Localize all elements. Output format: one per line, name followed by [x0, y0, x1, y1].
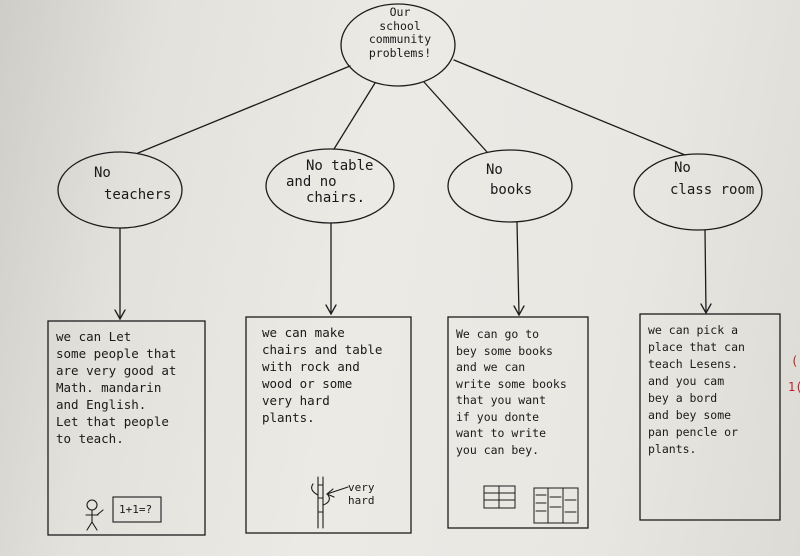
problem-ellipse-tables [265, 148, 395, 224]
problem-line: books [490, 182, 533, 198]
arrow-head-books [513, 305, 525, 317]
problem-line: No [486, 162, 503, 178]
root-line: problems! [368, 45, 432, 60]
stick-figure-sketch [85, 499, 104, 531]
math-board-sketch [112, 496, 162, 523]
solution-box-books [447, 316, 589, 529]
problem-line: chairs. [306, 190, 366, 206]
connector-root-books [423, 81, 488, 153]
margin-mark: ( [791, 354, 799, 368]
root-line: community [368, 32, 432, 46]
solution-text-classroom: we can pick a place that can teach Lesen… [648, 323, 745, 456]
problem-label-teachers: No teachers [74, 165, 174, 203]
connector-root-teachers [137, 65, 351, 154]
solution-text-teachers: we can Let some people that are very goo… [56, 329, 177, 446]
arrow-head-classroom [700, 303, 712, 315]
solution-box-classroom [639, 313, 781, 521]
connector-root-classroom [453, 59, 686, 156]
root-line: school [379, 18, 421, 33]
problem-line: No [674, 160, 691, 176]
arrow-books [516, 221, 520, 315]
problem-label-classroom: No class room [650, 160, 760, 198]
math-board-text: 1+1=? [119, 503, 153, 516]
problem-ellipse-classroom [633, 153, 763, 231]
problem-line: No table [306, 158, 374, 174]
solution-box-teachers [47, 320, 206, 536]
problem-line: No [94, 165, 111, 181]
problem-line: and no [286, 174, 337, 190]
problem-label-tables: No table and no chairs. [270, 158, 394, 206]
arrow-head-tables [325, 304, 337, 316]
solution-text-books: We can go to bey some books and we can w… [456, 327, 567, 457]
plant-note-text: very hard [348, 481, 375, 507]
arrow-classroom [704, 229, 707, 313]
solution-box-tables [245, 316, 412, 534]
plant-sketch [311, 476, 349, 529]
problem-ellipse-books [447, 149, 573, 223]
connector-root-tables [333, 82, 376, 150]
margin-mark: 1( [788, 380, 800, 394]
root-ellipse [340, 3, 456, 87]
problem-label-books: No books [478, 162, 558, 198]
books-sketch [483, 485, 579, 524]
arrow-head-teachers [114, 309, 126, 321]
problem-line: class room [670, 182, 755, 198]
root-label: Our school community problems! [350, 5, 450, 60]
root-line: Our [389, 5, 411, 19]
solution-text-tables: we can make chairs and table with rock a… [262, 325, 383, 425]
problem-line: teachers [104, 187, 172, 203]
